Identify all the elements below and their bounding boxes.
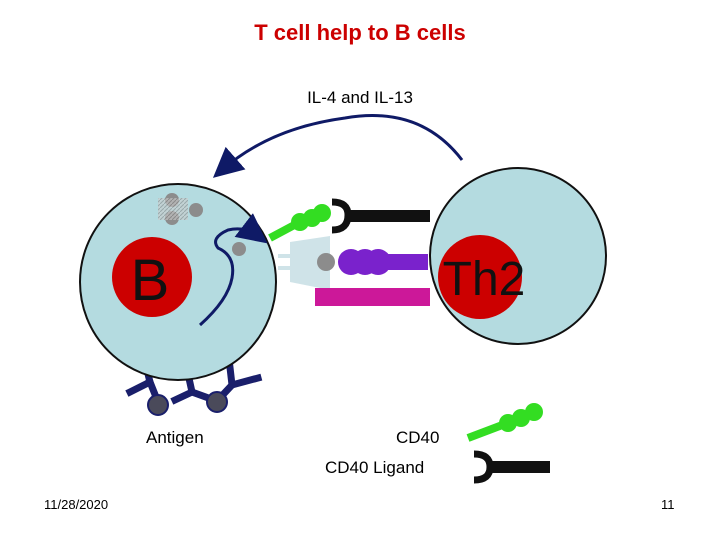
peptide [317, 253, 335, 271]
slide-page-number: 11 [661, 497, 675, 512]
cd40-ligand-synapse [331, 198, 430, 234]
cd40-legend-icon [466, 403, 543, 442]
slide-date: 11/28/2020 [44, 497, 109, 512]
cd40-synapse [268, 204, 331, 242]
cytokine-arrow [212, 114, 464, 178]
slide-title: T cell help to B cells [254, 20, 466, 45]
cytokine-label: IL-4 and IL-13 [307, 88, 413, 107]
internalized-antigen [158, 193, 246, 256]
mhc-molecule [278, 236, 330, 290]
b-cell-nucleus [112, 237, 192, 317]
antigen-label: Antigen [146, 428, 204, 447]
th2-nucleus [438, 235, 522, 319]
cd40-ligand-label: CD40 Ligand [325, 458, 425, 477]
b-cell-label: B [131, 248, 170, 313]
antigen-bound-1 [147, 394, 169, 416]
cd40-ligand-legend-icon [473, 450, 550, 484]
antigen-bound-2 [206, 391, 228, 413]
antigen-processing-arrow [199, 213, 268, 327]
th2-cell-label: Th2 [443, 253, 526, 306]
cd4-bar [315, 288, 430, 306]
cd40-label: CD40 [396, 428, 440, 447]
tcr [338, 249, 428, 275]
